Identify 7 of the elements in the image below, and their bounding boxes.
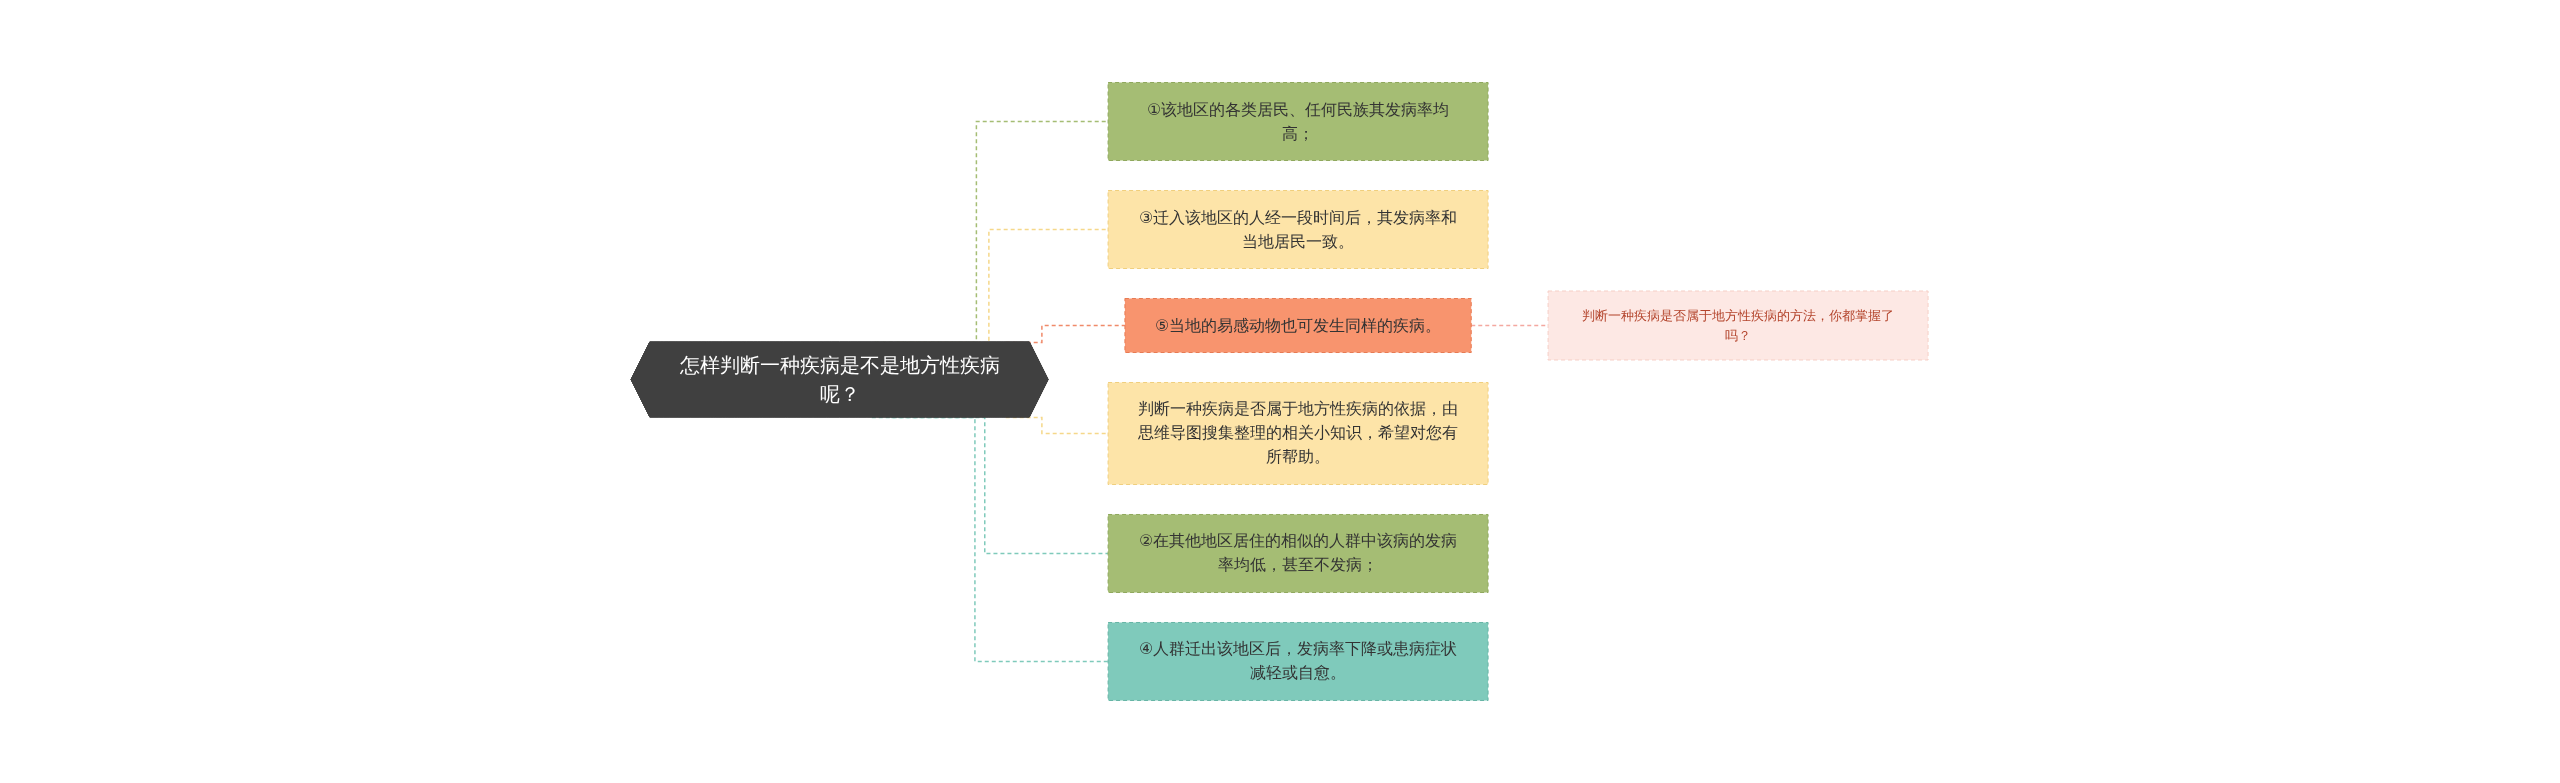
node-box: ④人群迁出该地区后，发病率下降或患病症状减轻或自愈。 [1108, 622, 1490, 701]
node-box: ②在其他地区居住的相似的人群中该病的发病率均低，甚至不发病； [1108, 514, 1490, 593]
node-box: 判断一种疾病是否属于地方性疾病的依据，由思维导图搜集整理的相关小知识，希望对您有所帮助。 [1108, 382, 1490, 485]
node-box: 判断一种疾病是否属于地方性疾病的方法，你都掌握了吗？ [1548, 290, 1930, 361]
node-box: ①该地区的各类居民、任何民族其发病率均高； [1108, 82, 1490, 161]
node-box: ⑤当地的易感动物也可发生同样的疾病。 [1124, 298, 1473, 353]
node-box: ③迁入该地区的人经一段时间后，其发病率和当地居民一致。 [1108, 190, 1490, 269]
